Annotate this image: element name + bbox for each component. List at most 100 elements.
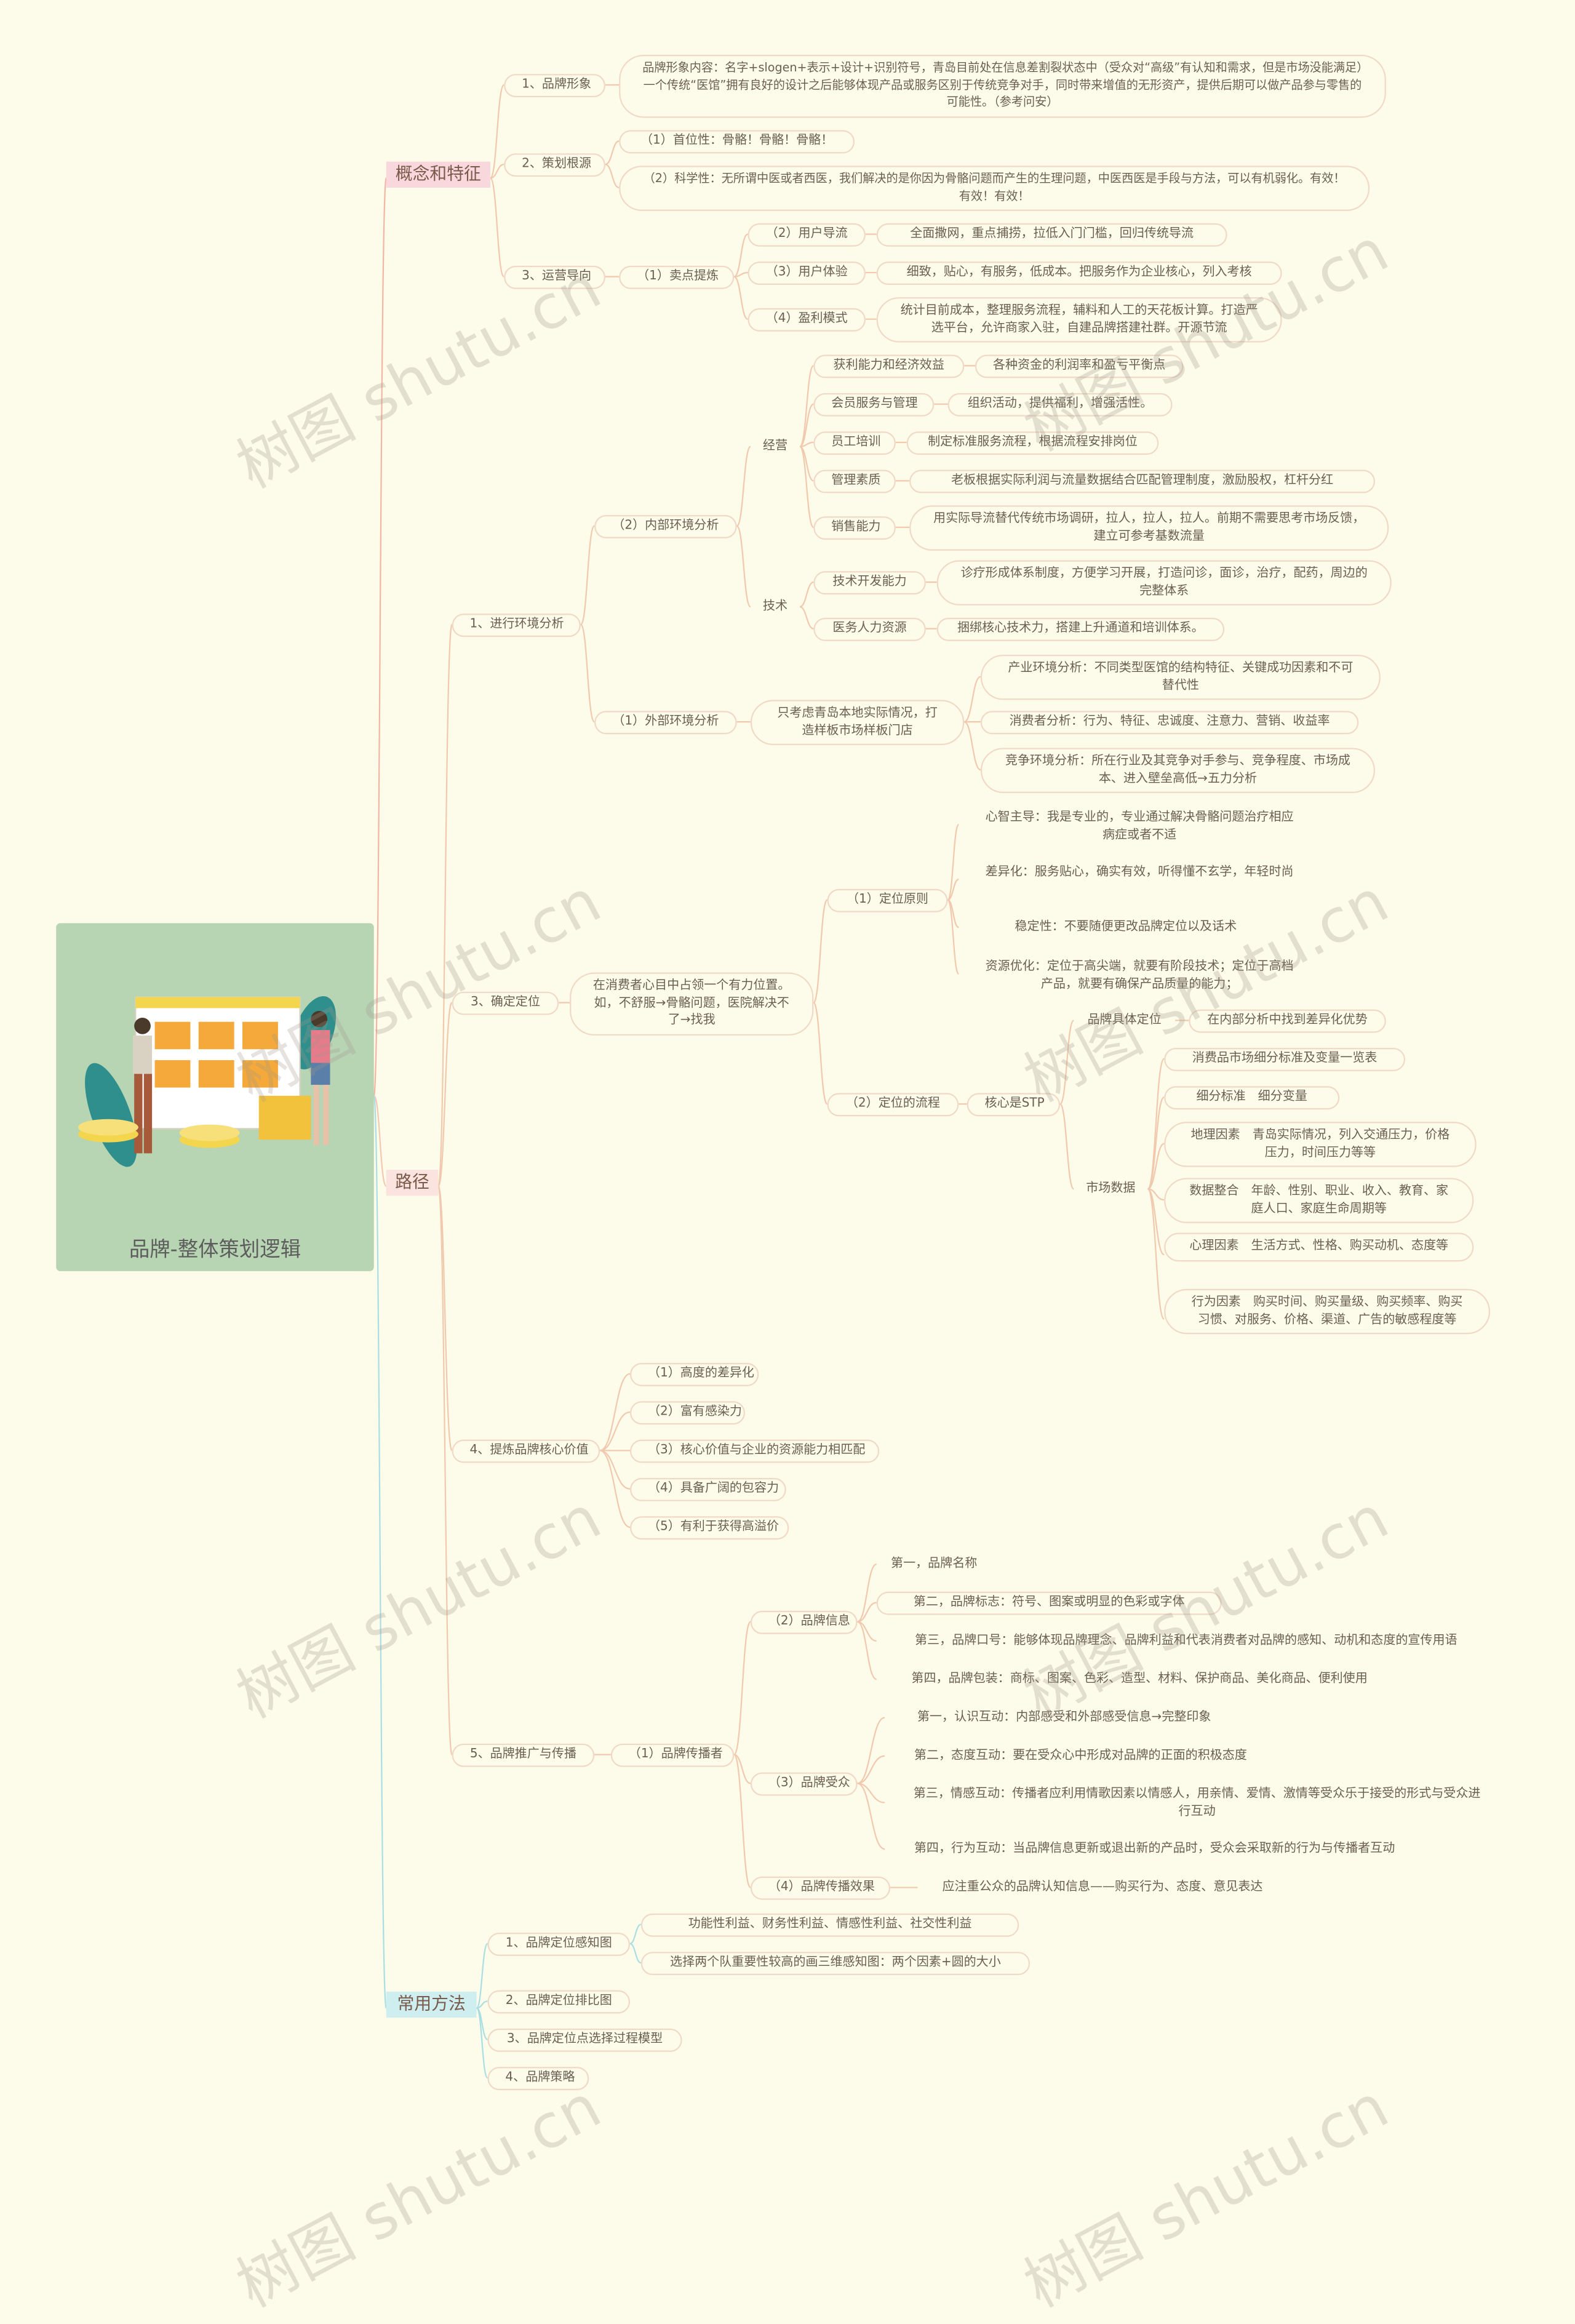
node-user-experience-text[interactable]: 细致，贴心，有服务，低成本。把服务作为企业核心，列入考核 [876,262,1282,284]
node-tech-dev-text[interactable]: 诊疗形成体系制度，方便学习开展，打造问诊，面诊，治疗，配药，周边的完整体系 [936,560,1392,605]
node-op-management-text[interactable]: 老板根据实际利润与流量数据结合匹配管理制度，激励股权，杠杆分红 [909,469,1376,493]
node-perception-item-1[interactable]: 功能性利益、财务性利益、情感性利益、社交性利益 [640,1913,1019,1936]
node-tech-hr[interactable]: 医务人力资源 [813,617,926,641]
node-audience-emotion[interactable]: 第三，情感互动：传播者应利用情歌因素以情感人，用亲情、爱情、激情等受众乐于接受的… [885,1780,1510,1826]
node-brand-info[interactable]: （2）品牌信息 [750,1610,858,1634]
node-core-value-2[interactable]: （2）富有感染力 [630,1401,745,1424]
connector [799,581,814,608]
root-topic-title: 品牌-整体策划逻辑 [129,1237,301,1262]
connector [963,721,981,771]
node-positioning[interactable]: 3、确定定位 [452,991,559,1015]
node-user-experience[interactable]: （3）用户体验 [748,262,866,284]
node-op-training-text[interactable]: 制定标准服务流程，根据流程安排岗位 [906,431,1159,454]
node-ext-competition[interactable]: 竞争环境分析：所在行业及其竞争对手参与、竞争程度、市场成本、进入壁垒高低→五力分… [980,748,1376,793]
connector [580,623,596,723]
node-operation[interactable]: 3、运营导向 [504,265,605,289]
node-audience-behavior[interactable]: 第四，行为互动：当品牌信息更新或退出新的产品时，受众会采取新的行为与传播者互动 [914,1842,1395,1856]
node-perception-item-2[interactable]: 选择两个队重要性较高的画三维感知图：两个因素+圆的大小 [640,1952,1031,1975]
root-topic-card[interactable]: 品牌-整体策划逻辑 [56,923,374,1271]
node-process[interactable]: （2）定位的流程 [827,1093,959,1116]
node-perception-map[interactable]: 1、品牌定位感知图 [487,1933,631,1955]
node-op-member[interactable]: 会员服务与管理 [813,393,935,416]
node-external-env[interactable]: （1）外部环境分析 [594,711,737,734]
branch-path[interactable]: 路径 [386,1170,439,1196]
node-user-flow-text[interactable]: 全面撒网，重点捕捞，拉低入门门槛，回归传统导流 [876,223,1227,246]
node-tech-group[interactable]: 技术 [762,600,788,614]
connector [1059,1020,1075,1105]
node-selling-point[interactable]: （1）卖点提炼 [619,265,735,289]
node-principle-difference[interactable]: 差异化：服务贴心，确实有效，听得懂不玄学，年轻时尚 [959,858,1320,887]
node-ranking-map[interactable]: 2、品牌定位排比图 [487,1990,631,2013]
node-operation-group[interactable]: 经营 [762,439,788,453]
node-env-analysis[interactable]: 1、进行环境分析 [452,613,581,637]
connector [733,1754,751,1888]
node-core-value[interactable]: 4、提炼品牌核心价值 [452,1439,600,1463]
node-promotion[interactable]: 5、品牌推广与传播 [452,1743,595,1767]
node-planning-basis[interactable]: 2、策划根源 [504,153,605,177]
connector [963,676,981,723]
node-brand-image-text[interactable]: 品牌形象内容：名字+slogen+表示+设计+识别符号，青岛目前处在信息差割裂状… [619,55,1386,118]
node-external-env-text[interactable]: 只考虑青岛本地实际情况，打造样板市场样板门店 [750,700,965,745]
node-info-slogan[interactable]: 第三，品牌口号：能够体现品牌理念、品牌利益和代表消费者对品牌的感知、动机和态度的… [915,1634,1457,1648]
node-audience-attitude[interactable]: 第二，态度互动：要在受众心中形成对品牌的正面的积极态度 [914,1749,1247,1763]
node-tech-hr-text[interactable]: 捆绑核心技术力，搭建上升通道和培训体系。 [936,617,1225,641]
node-info-package[interactable]: 第四，品牌包装：商标、图案、色彩、造型、材料、保护商品、美化商品、便利使用 [911,1672,1368,1687]
node-audience-cognition[interactable]: 第一，认识互动：内部感受和外部感受信息→完整印象 [917,1711,1211,1725]
node-brand-effect-text[interactable]: 应注重公众的品牌认知信息——购买行为、态度、意见表达 [942,1880,1263,1895]
node-stp[interactable]: 核心是STP [967,1093,1061,1116]
node-op-member-text[interactable]: 组织活动，提供福利，增强活性。 [947,393,1173,416]
node-op-sales[interactable]: 销售能力 [813,516,896,539]
node-specific-positioning[interactable]: 品牌具体定位 [1087,1013,1162,1028]
node-core-value-1[interactable]: （1）高度的差异化 [630,1362,759,1386]
node-principle-resource[interactable]: 资源优化：定位于高尖端，就要有阶段技术；定位于高档产品，就要有确保产品质量的能力… [959,953,1320,999]
connector [857,1783,885,1803]
node-op-profitability[interactable]: 获利能力和经济效益 [813,354,965,378]
connector [857,1755,885,1784]
node-op-management[interactable]: 管理素质 [813,469,896,493]
connector [857,1563,877,1623]
node-brand-effect[interactable]: （4）品牌传播效果 [750,1876,890,1899]
connector [373,177,387,1096]
node-ext-consumer[interactable]: 消费者分析：行为、特征、忠诚度、注意力、营销、收益率 [980,711,1359,734]
node-brand-image[interactable]: 1、品牌形象 [504,74,605,97]
node-internal-env[interactable]: （2）内部环境分析 [594,515,737,538]
node-profit-model-text[interactable]: 统计目前成本，整理服务流程，辅料和人工的天花板计算。打造严选平台，允许商家入驻，… [876,297,1282,343]
node-info-name[interactable]: 第一，品牌名称 [891,1557,978,1571]
connector [490,164,504,179]
branch-concept[interactable]: 概念和特征 [386,161,490,187]
node-communicator[interactable]: （1）品牌传播者 [610,1743,735,1767]
node-basis-primacy[interactable]: （1）首位性：骨骼！骨骼！骨骼！ [619,130,855,153]
connector-lines [373,84,1189,2079]
node-core-value-4[interactable]: （4）具备广阔的包容力 [630,1477,786,1501]
node-market-item-1[interactable]: 消费品市场细分标准及变量一览表 [1164,1047,1405,1071]
node-market-data[interactable]: 市场数据 [1086,1182,1136,1196]
node-op-training[interactable]: 员工培训 [813,431,896,454]
node-brand-audience[interactable]: （3）品牌受众 [750,1772,858,1795]
node-positioning-text[interactable]: 在消费者心目中占领一个有力位置。如，不舒服→骨骼问题，医院解决不了→找我 [570,972,814,1035]
node-brand-strategy[interactable]: 4、品牌策略 [487,2067,589,2090]
connector [476,1943,488,2009]
node-profit-model[interactable]: （4）盈利模式 [748,308,866,331]
node-core-value-5[interactable]: （5）有利于获得高溢价 [630,1516,789,1539]
node-tech-dev[interactable]: 技术开发能力 [813,571,926,594]
branch-methods[interactable]: 常用方法 [386,1991,477,2017]
node-market-item-2[interactable]: 细分标准 细分变量 [1164,1086,1340,1109]
node-market-item-5[interactable]: 心理因素 生活方式、性格、购买动机、态度等 [1164,1232,1474,1261]
node-core-value-3[interactable]: （3）核心价值与企业的资源能力相匹配 [630,1439,880,1463]
node-selection-model[interactable]: 3、品牌定位点选择过程模型 [487,2028,682,2051]
node-info-logo[interactable]: 第二，品牌标志：符号、图案或明显的色彩或字体 [876,1591,1222,1615]
node-market-item-6[interactable]: 行为因素 购买时间、购买量级、购买频率、购买习惯、对服务、价格、渠道、广告的敏感… [1164,1288,1490,1335]
node-specific-positioning-text[interactable]: 在内部分析中找到差异化优势 [1189,1009,1386,1032]
node-principle-mind[interactable]: 心智主导：我是专业的，专业通过解决骨骼问题治疗相应病症或者不适 [959,804,1320,850]
node-market-item-4[interactable]: 数据整合 年龄、性别、职业、收入、教育、家庭人口、家庭生命周期等 [1164,1178,1474,1223]
node-ext-industry[interactable]: 产业环境分析：不同类型医馆的结构特征、关键成功因素和不可替代性 [980,655,1381,700]
node-op-sales-text[interactable]: 用实际导流替代传统市场调研，拉人，拉人，拉人。前期不需要思考市场反馈，建立可参考… [909,505,1389,551]
node-principles[interactable]: （1）定位原则 [827,888,948,912]
connector [857,1783,885,1850]
node-user-flow[interactable]: （2）用户导流 [748,223,866,246]
node-basis-science[interactable]: （2）科学性：无所谓中医或者西医，我们解决的是你因为骨骼问题而产生的生理问题，中… [619,166,1370,211]
connector [437,1002,453,1187]
node-market-item-3[interactable]: 地理因素 青岛实际情况，列入交通压力，价格压力，时间压力等等 [1164,1122,1477,1167]
node-op-profitability-text[interactable]: 各种资金的利润率和盈亏平衡点 [975,354,1184,378]
node-principle-stability[interactable]: 稳定性：不要随便更改品牌定位以及话术 [1015,920,1237,935]
